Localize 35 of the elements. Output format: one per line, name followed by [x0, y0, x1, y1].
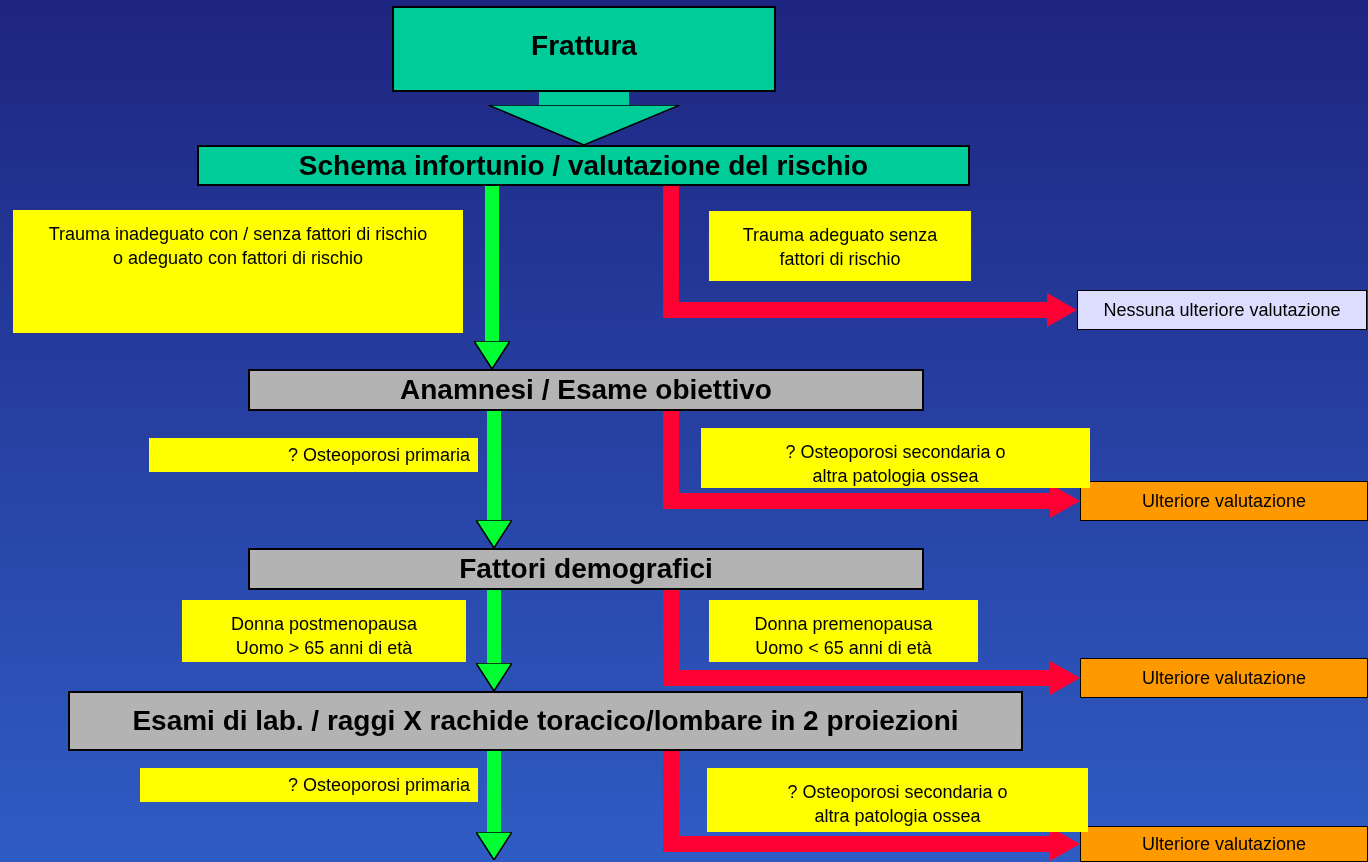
arrow [663, 590, 1080, 695]
arrow [475, 411, 513, 549]
box-text: Anamnesi / Esame obiettivo [400, 374, 772, 406]
arrow [487, 92, 681, 146]
edge-label: ? Osteoporosi secondaria o altra patologia ossea [786, 781, 1009, 828]
box-text: Nessuna ulteriore valutazione [1103, 299, 1341, 321]
outcome-box [1080, 658, 1368, 698]
process-box [197, 145, 970, 186]
edge-label: ? Osteoporosi secondaria o altra patologia ossea [784, 441, 1007, 488]
edge-label: Trauma inadeguato con / senza fattori di rischio o adeguato con fattori di rischio [47, 223, 429, 270]
process-box [68, 691, 1023, 751]
edge-label: ? Osteoporosi primaria [287, 774, 470, 797]
process-box [248, 548, 924, 590]
process-box [248, 369, 924, 411]
edge-label: Donna postmenopausa Uomo > 65 anni di età [229, 613, 419, 660]
box-text: Schema infortunio / valutazione del rischio [298, 149, 869, 182]
box-text: Esami di lab. / raggi X rachide toracico/lombare in 2 proiezioni [132, 705, 959, 737]
box-text: Ulteriore valutazione [1141, 490, 1307, 512]
arrow [663, 411, 1080, 518]
arrow [663, 751, 1080, 861]
outcome-box [1080, 826, 1368, 862]
edge-label: Donna premenopausa Uomo < 65 anni di età [753, 613, 934, 660]
outcome-box [1080, 481, 1368, 521]
process-box [392, 6, 776, 92]
arrow [663, 186, 1077, 327]
outcome-box [1077, 290, 1367, 330]
edge-label: Trauma adeguato senza fattori di rischio [741, 224, 939, 271]
arrow [473, 186, 511, 370]
arrow [475, 751, 513, 861]
edge-label: ? Osteoporosi primaria [287, 444, 470, 467]
box-text: Frattura [531, 30, 637, 62]
box-text: Ulteriore valutazione [1141, 667, 1307, 689]
box-text: Fattori demografici [459, 553, 713, 585]
box-text: Ulteriore valutazione [1141, 833, 1307, 855]
arrow [475, 590, 513, 692]
